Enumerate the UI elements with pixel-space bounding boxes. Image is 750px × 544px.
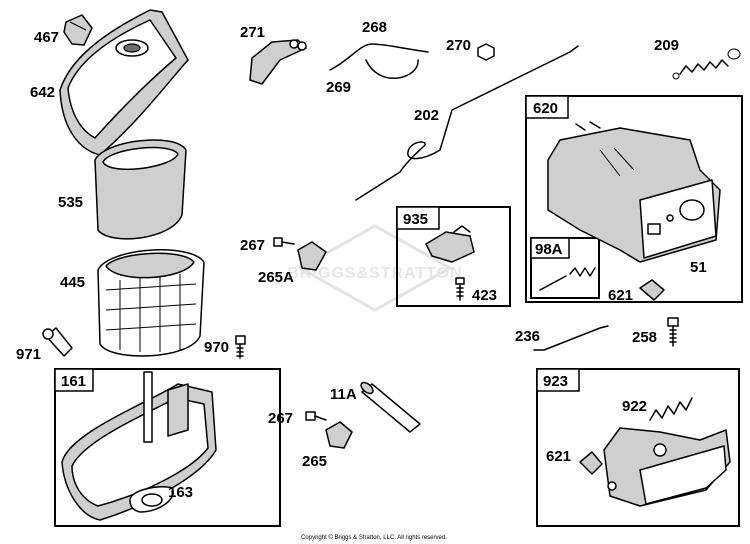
callout-922: 922 <box>622 398 647 415</box>
tag-620 <box>525 95 569 119</box>
callout-270: 270 <box>446 37 471 54</box>
callout-445: 445 <box>60 274 85 291</box>
callout-265A: 265A <box>258 269 294 286</box>
part-258-screw <box>667 317 679 347</box>
callout-268: 268 <box>362 19 387 36</box>
part-923-governor-control <box>603 427 731 507</box>
callout-161: 161 <box>61 373 86 390</box>
callout-163: 163 <box>168 484 193 501</box>
tag-161 <box>54 368 94 392</box>
callout-621-lower: 621 <box>546 448 571 465</box>
callout-970: 970 <box>204 339 229 356</box>
part-270-nut <box>477 43 495 61</box>
watermark-text: BRIGGS&STRATTON <box>287 265 462 282</box>
part-621-clip-lower <box>579 451 603 475</box>
watermark: BRIGGS&STRATTON <box>287 224 462 312</box>
tag-935 <box>396 206 440 230</box>
callout-267-lower: 267 <box>268 410 293 427</box>
callout-202: 202 <box>414 107 439 124</box>
tag-923 <box>536 368 580 392</box>
callout-535: 535 <box>58 194 83 211</box>
callout-269: 269 <box>326 79 351 96</box>
part-11A-tube <box>360 381 421 433</box>
callout-236: 236 <box>515 328 540 345</box>
callout-971: 971 <box>16 346 41 363</box>
callout-267-upper: 267 <box>240 237 265 254</box>
part-922-spring <box>649 397 693 421</box>
callout-265: 265 <box>302 453 327 470</box>
part-267-screw-lower <box>305 411 327 421</box>
part-236-link <box>533 325 609 351</box>
part-163-gasket <box>129 486 174 513</box>
callout-935: 935 <box>403 211 428 228</box>
part-265A-clamp <box>297 241 327 271</box>
group-box-161 <box>54 368 281 527</box>
part-267-screw-upper <box>273 237 295 247</box>
part-161-breather <box>61 371 217 521</box>
part-423-screw <box>455 277 465 301</box>
callout-467: 467 <box>34 29 59 46</box>
part-209-spring <box>672 48 741 80</box>
part-535-precleaner <box>94 139 187 240</box>
callout-labels: 467 642 535 445 971 970 271 268 269 270 … <box>16 19 707 501</box>
part-620-control-bracket <box>547 121 721 263</box>
part-445-filter <box>97 249 205 357</box>
part-642-cover <box>59 9 189 156</box>
callout-621-upper: 621 <box>608 287 633 304</box>
part-271-lever <box>249 39 307 85</box>
part-265-clamp <box>325 421 353 449</box>
callout-98A: 98A <box>535 241 563 258</box>
callout-642: 642 <box>30 84 55 101</box>
callout-11A: 11A <box>330 386 357 403</box>
group-box-923 <box>536 368 740 527</box>
callout-258: 258 <box>632 329 657 346</box>
callout-51: 51 <box>690 259 707 276</box>
part-971-stud <box>42 327 73 357</box>
copyright-notice: Copyright © Briggs & Stratton, LLC. All … <box>301 534 447 541</box>
part-467-knob <box>63 14 93 46</box>
callout-423: 423 <box>472 287 497 304</box>
callout-923: 923 <box>543 373 568 390</box>
callout-620: 620 <box>533 100 558 117</box>
tag-98A <box>530 237 570 259</box>
part-268-cable <box>329 43 429 79</box>
group-box-935 <box>396 206 511 307</box>
group-box-620 <box>525 95 743 303</box>
callout-209: 209 <box>654 37 679 54</box>
part-621-clip-upper <box>639 279 665 301</box>
part-970-screw <box>235 335 246 359</box>
part-98A-screw-spring <box>539 267 596 291</box>
callout-271: 271 <box>240 24 265 41</box>
part-202-rod <box>355 45 579 201</box>
part-935-choke <box>425 225 475 263</box>
